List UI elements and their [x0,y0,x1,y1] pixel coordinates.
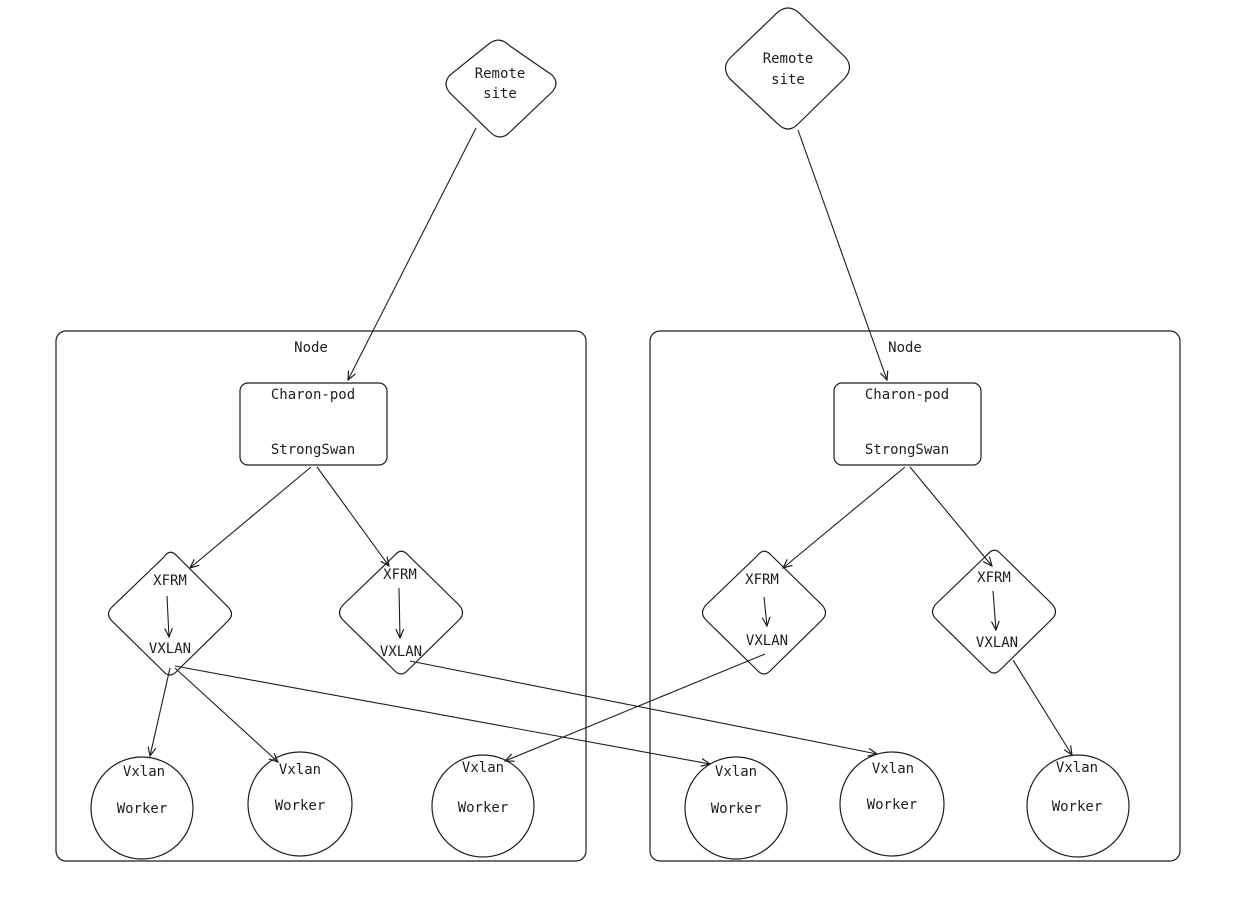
remote-site-1: Remote site [445,39,557,138]
vxlan-1b-label: VXLAN [380,644,422,660]
worker-2b-label: Worker [867,797,918,813]
worker-1c-vxlan: Vxlan [462,760,504,776]
remote-site-2: Remote site [724,7,851,130]
worker-2b: Vxlan Worker [839,751,945,857]
remote-site-1-label-line1: Remote [475,66,526,82]
edge-vxlan2b-to-worker2c [1012,659,1072,755]
remote-site-2-label-line1: Remote [763,51,814,67]
edge-xfrm2a-to-vxlan2a [764,596,767,626]
charon-pod-2-name: Charon-pod [865,387,949,403]
vxlan-2b-label: VXLAN [976,635,1018,651]
edge-vxlan1a-to-worker1a [150,667,171,756]
worker-1a: Vxlan Worker [90,756,194,860]
edge-vxlan1a-to-worker2a [174,665,710,764]
edge-remote2-to-charon2 [797,129,887,380]
xfrm-1a-label: XFRM [153,573,187,589]
xfrm-1b-label: XFRM [383,567,417,583]
edge-vxlan1b-to-worker2b [409,660,877,754]
edge-xfrm1a-to-vxlan1a [167,595,169,637]
worker-1c: Vxlan Worker [431,754,535,858]
xfrm-group-1b: XFRM VXLAN [338,550,464,675]
charon-pod-1-service: StrongSwan [271,442,355,458]
worker-2a: Vxlan Worker [684,756,788,860]
xfrm-2b-label: XFRM [977,570,1011,586]
worker-2a-label: Worker [711,801,762,817]
worker-2a-vxlan: Vxlan [715,764,757,780]
remote-site-1-label-line2: site [483,86,517,102]
edge-charon2-to-xfrm2b [909,466,992,566]
edge-charon1-to-xfrm1b [316,466,389,566]
edge-charon1-to-xfrm1a [190,466,312,568]
edge-vxlan1a-to-worker1b [174,667,278,762]
worker-2b-vxlan: Vxlan [872,761,914,777]
worker-1a-label: Worker [117,801,168,817]
charon-pod-2-service: StrongSwan [865,442,949,458]
xfrm-group-2a: XFRM VXLAN [701,550,827,675]
edge-remote1-to-charon1 [348,127,477,380]
xfrm-group-1a: XFRM VXLAN [107,551,233,676]
remote-site-2-label-line2: site [771,72,805,88]
worker-2c: Vxlan Worker [1026,754,1130,858]
worker-2c-label: Worker [1052,799,1103,815]
node-2: Node [649,330,1181,862]
charon-pod-1-name: Charon-pod [271,387,355,403]
node-1: Node [55,330,587,862]
xfrm-2a-label: XFRM [745,572,779,588]
node-2-title: Node [888,340,922,356]
charon-pod-2: Charon-pod StrongSwan [833,382,982,466]
xfrm-group-2b: XFRM VXLAN [931,549,1057,674]
node-1-title: Node [294,340,328,356]
vxlan-2a-label: VXLAN [746,633,788,649]
worker-1b: Vxlan Worker [247,751,353,857]
charon-pod-1: Charon-pod StrongSwan [239,382,388,466]
vxlan-1a-label: VXLAN [149,641,191,657]
worker-1c-label: Worker [458,800,509,816]
worker-2c-vxlan: Vxlan [1056,760,1098,776]
edge-charon2-to-xfrm2a [783,466,906,568]
edge-xfrm2b-to-vxlan2b [993,590,996,630]
worker-1b-vxlan: Vxlan [279,762,321,778]
connectors [150,127,1072,764]
worker-1b-label: Worker [275,798,326,814]
edge-vxlan2a-to-worker1c [505,653,766,761]
edge-xfrm1b-to-vxlan1b [399,587,400,638]
worker-1a-vxlan: Vxlan [123,764,165,780]
